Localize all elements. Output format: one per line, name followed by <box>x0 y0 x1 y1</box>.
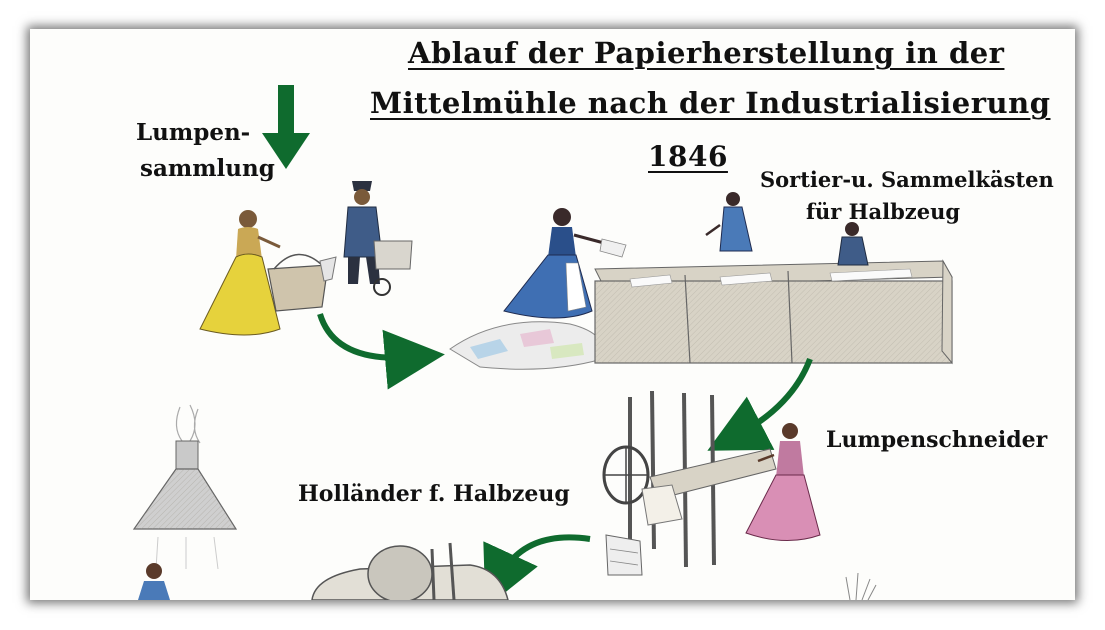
curved-arrow-3-icon <box>483 534 591 600</box>
man-with-barrow-figure <box>343 181 413 296</box>
label-sortier-line1: Sortier-u. Sammelkästen <box>760 167 1054 192</box>
curved-arrow-2-icon <box>707 357 813 451</box>
label-lumpen-line2: sammlung <box>140 155 275 182</box>
woman-behind-crates-figure <box>705 192 753 252</box>
woman-yellow-dress-figure <box>199 210 281 336</box>
title-line-2: Mittelmühle nach der Industrialisierung <box>370 86 1051 120</box>
man-behind-crates-figure <box>837 222 869 266</box>
label-lumpen-line1: Lumpen- <box>136 119 251 146</box>
woman-pink-dress-figure <box>745 423 821 542</box>
curved-arrow-1-icon <box>317 313 445 390</box>
basket-figure <box>267 253 337 312</box>
title-year: 1846 <box>648 140 728 173</box>
sorting-crates-figure <box>594 259 953 365</box>
label-lumpenschneider: Lumpenschneider <box>826 427 1048 453</box>
label-sortier-line2: für Halbzeug <box>806 199 961 224</box>
small-figure-bottom-left <box>138 563 170 600</box>
grass-tuft-figure <box>845 572 877 600</box>
woman-blue-dress-figure <box>503 208 627 319</box>
steam-hood-figure <box>132 404 238 570</box>
process-illustration <box>132 85 953 600</box>
rag-cutter-machine-figure <box>602 390 777 576</box>
label-hollander: Holländer f. Halbzeug <box>298 481 570 507</box>
title-line-1: Ablauf der Papierherstellung in der <box>408 36 1005 70</box>
illustration-frame: Ablauf der Papierherstellung in der Mitt… <box>30 29 1075 600</box>
rag-pile-figure <box>449 321 604 370</box>
arrow-down-icon <box>262 85 310 169</box>
hollander-machine-figure <box>311 542 509 600</box>
